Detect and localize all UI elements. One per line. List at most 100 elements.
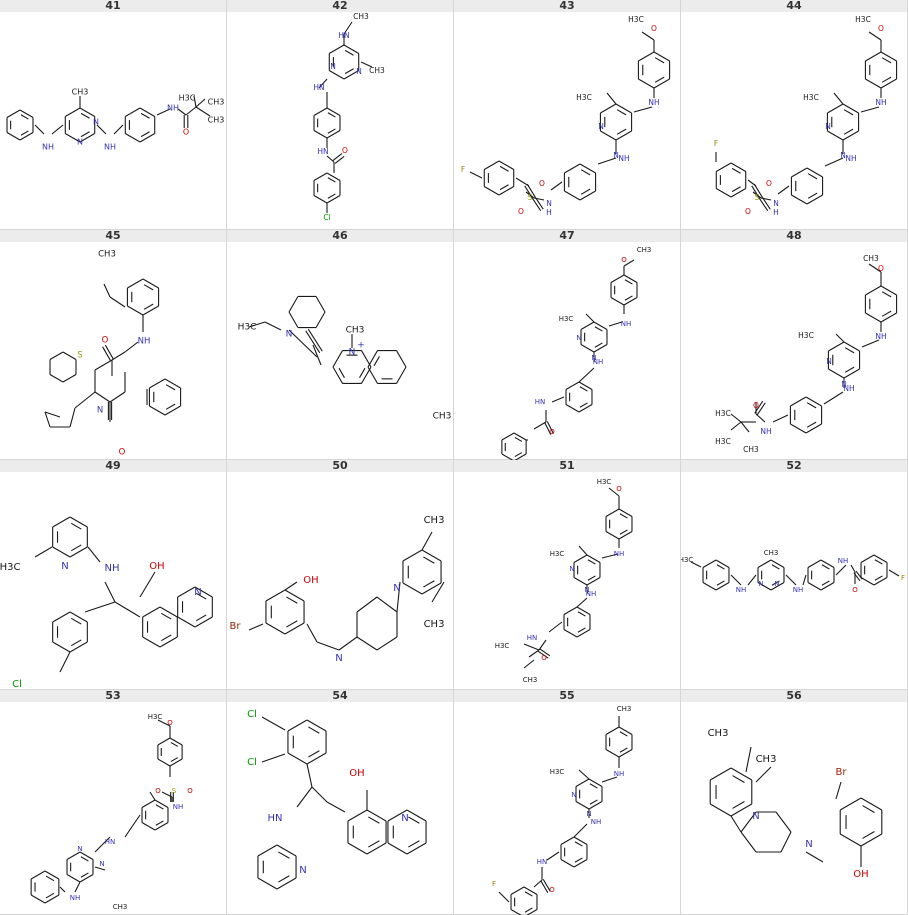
- bond: [881, 57, 892, 64]
- bond: [821, 580, 830, 586]
- bond: [284, 581, 298, 591]
- atom-label: N: [97, 406, 103, 416]
- bond: [807, 173, 818, 180]
- bond: [580, 321, 595, 330]
- bond: [873, 554, 888, 563]
- bond: [312, 344, 322, 366]
- bond: [80, 112, 90, 119]
- bond: [730, 803, 753, 817]
- atom-label: H3C: [238, 323, 257, 333]
- atom-label: S: [77, 351, 82, 361]
- atom-label: CH3: [208, 116, 225, 125]
- bond: [619, 513, 628, 519]
- bond: [326, 172, 341, 181]
- bond: [574, 857, 583, 863]
- bond: [754, 400, 764, 414]
- molecule-cell-47: 47CH3ONHH3CNNNHHNOF: [454, 230, 681, 460]
- bond: [69, 546, 88, 558]
- bond: [318, 78, 328, 89]
- bond: [20, 130, 29, 136]
- atom-label: H3C: [628, 15, 644, 24]
- bond: [514, 453, 527, 460]
- bond: [605, 531, 620, 540]
- bond: [52, 546, 71, 558]
- bond: [608, 321, 623, 327]
- bond: [332, 350, 343, 368]
- atom-label: N: [77, 845, 82, 853]
- atom-label: CH3: [863, 254, 879, 263]
- bond: [576, 629, 591, 638]
- atom-label: NH: [618, 154, 629, 163]
- bond: [775, 811, 792, 833]
- bond: [827, 103, 844, 114]
- bond: [288, 329, 318, 358]
- bond: [396, 581, 401, 613]
- bond: [296, 786, 313, 808]
- bond: [124, 814, 141, 838]
- atom-label: NH: [173, 803, 184, 811]
- atom-label: Cl: [12, 679, 22, 690]
- bond: [588, 778, 603, 787]
- bond: [790, 423, 807, 434]
- bond: [805, 423, 822, 434]
- bond: [431, 581, 445, 603]
- bond: [606, 92, 617, 105]
- bond: [600, 130, 617, 141]
- bond: [149, 378, 166, 389]
- atom-label: O: [102, 336, 109, 346]
- bond: [111, 351, 126, 361]
- bond: [326, 195, 341, 204]
- bond: [367, 350, 378, 368]
- atom-label: O: [753, 401, 759, 410]
- bond: [284, 622, 305, 635]
- bond: [563, 629, 578, 638]
- atom-label: F: [714, 139, 718, 148]
- bond: [579, 402, 588, 408]
- bond: [265, 622, 286, 635]
- bond: [573, 859, 588, 868]
- bond: [142, 606, 161, 618]
- bond: [586, 554, 601, 563]
- bond: [367, 366, 378, 384]
- bond: [524, 891, 533, 897]
- bond: [104, 344, 114, 360]
- bond: [406, 842, 427, 855]
- bond: [288, 311, 299, 328]
- atom-label: H3C: [715, 409, 731, 418]
- bond: [824, 157, 844, 167]
- bond: [149, 405, 166, 416]
- bond: [139, 107, 155, 117]
- atom-label: N: [349, 348, 356, 358]
- bond: [747, 574, 757, 586]
- bond: [396, 350, 407, 368]
- bond: [515, 177, 530, 187]
- bond: [326, 801, 346, 813]
- bond: [164, 378, 181, 389]
- bond: [791, 194, 808, 205]
- bond: [284, 589, 305, 602]
- bond: [579, 190, 596, 201]
- bond: [195, 592, 207, 600]
- atom-label: H3C: [495, 642, 510, 650]
- bond: [828, 368, 845, 379]
- bond: [715, 559, 730, 568]
- bond: [34, 546, 53, 558]
- bond: [402, 549, 423, 562]
- bond: [618, 531, 633, 540]
- bond: [716, 564, 725, 570]
- bond: [610, 297, 625, 306]
- bond: [347, 809, 368, 822]
- bond: [730, 413, 742, 423]
- atom-label: N: [194, 587, 201, 598]
- atom-label: CH3: [523, 676, 538, 684]
- bond: [327, 128, 336, 134]
- bond: [828, 341, 845, 352]
- bond: [306, 763, 313, 788]
- atom-label: NH: [70, 894, 81, 902]
- bond: [619, 731, 628, 737]
